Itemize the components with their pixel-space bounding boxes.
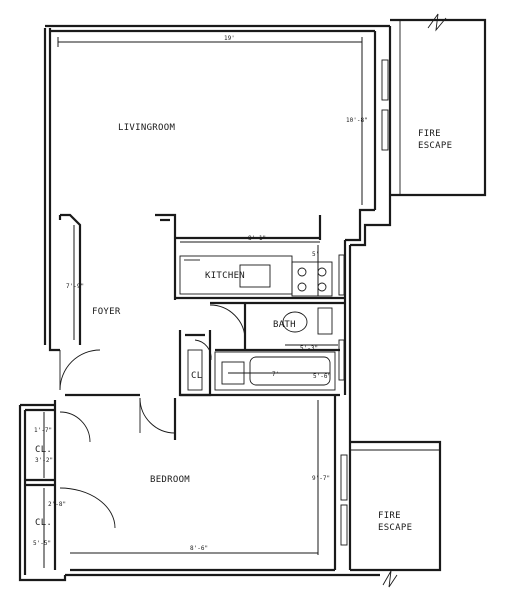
- fire-escape-top: [390, 18, 487, 197]
- dim-foyer-length: 7'-9": [66, 283, 84, 290]
- right-notch-wall: [345, 208, 375, 242]
- break-mark-bottom: [382, 570, 398, 588]
- dim-bedroom-width: 8'-6": [190, 545, 208, 552]
- dim-bath-width: 5'-3": [300, 345, 318, 352]
- label-foyer: FOYER: [92, 307, 121, 317]
- outer-walls: [18, 24, 392, 582]
- dim-closet-upper-depth: 3'-2": [35, 457, 53, 464]
- bath-door-swing: [209, 304, 246, 341]
- label-bedroom: BEDROOM: [150, 475, 190, 485]
- stove-burner-4: [317, 282, 327, 292]
- dim-bedroom-depth: 9'-7": [312, 475, 330, 482]
- living-window-2: [381, 109, 389, 151]
- dim-living-width: 19': [224, 35, 235, 42]
- entry-door-swing: [59, 349, 101, 391]
- dim-kitchen-depth: 5': [312, 251, 319, 258]
- cl-door-swing: [194, 339, 212, 361]
- interior-walls: [65, 213, 345, 440]
- break-mark-top: [427, 13, 447, 32]
- fire-escapes: [350, 13, 487, 588]
- bath-window: [338, 339, 345, 381]
- cl-closet-walls: [178, 330, 212, 397]
- dim-closet-upper-width: 1'-7": [34, 427, 52, 434]
- stove-burner-1: [297, 267, 307, 277]
- label-livingroom: LIVINGROOM: [118, 123, 175, 133]
- fire-escape-bottom: [350, 440, 442, 572]
- foyer-inner-wall: [60, 213, 82, 345]
- label-fire-escape-bottom-2: ESCAPE: [378, 523, 412, 533]
- dim-tub-depth: 5'-6": [313, 373, 331, 380]
- closet-left-outer: [18, 405, 67, 582]
- bathtub: [249, 356, 331, 386]
- fixtures: [179, 255, 333, 391]
- closet-upper-door-swing: [59, 411, 91, 443]
- doors: [59, 304, 246, 529]
- room-labels: LIVINGROOM KITCHEN FOYER BATH CL CL. CL.…: [35, 123, 452, 533]
- toilet-tank: [317, 307, 333, 335]
- dimension-lines: [43, 37, 363, 568]
- bedroom-door-swing: [139, 397, 176, 434]
- label-kitchen: KITCHEN: [205, 271, 245, 281]
- label-fire-escape-top-2: ESCAPE: [418, 141, 452, 151]
- kitchen-left-wall: [155, 213, 177, 300]
- tub-enclosure: [214, 351, 336, 391]
- stove: [291, 261, 333, 297]
- toilet-bowl: [282, 311, 308, 333]
- bedroom-window-1: [340, 454, 348, 501]
- kitchen-window: [338, 254, 345, 296]
- closet-lower-door-swing: [59, 487, 116, 529]
- bedroom-window-2: [340, 504, 348, 546]
- kitchen-sink: [239, 264, 271, 288]
- dimension-labels: 19' 10'-8" 7'-9" 8'-1" 5' 5'-3" 7' 5'-6"…: [33, 35, 368, 552]
- dim-closet-lower-width: 2'-8": [48, 501, 66, 508]
- label-closet-upper: CL.: [35, 445, 52, 455]
- stove-burner-2: [317, 267, 327, 277]
- label-closet-lower: CL.: [35, 518, 52, 528]
- label-bath: BATH: [273, 320, 296, 330]
- stove-burner-3: [297, 282, 307, 292]
- cl-shelf: [187, 349, 203, 391]
- label-fire-escape-top-1: FIRE: [418, 129, 441, 139]
- dim-tub-length: 7': [272, 371, 279, 378]
- dim-living-depth: 10'-8": [346, 117, 368, 124]
- right-notch-wall-outer: [350, 210, 392, 247]
- living-window-1: [381, 59, 389, 101]
- label-closet-main: CL: [191, 371, 202, 381]
- foyer-ledge: [48, 345, 60, 352]
- dim-closet-lower-depth: 5'-5": [33, 540, 51, 547]
- label-fire-escape-bottom-1: FIRE: [378, 511, 401, 521]
- dim-kitchen-width: 8'-1": [248, 235, 266, 242]
